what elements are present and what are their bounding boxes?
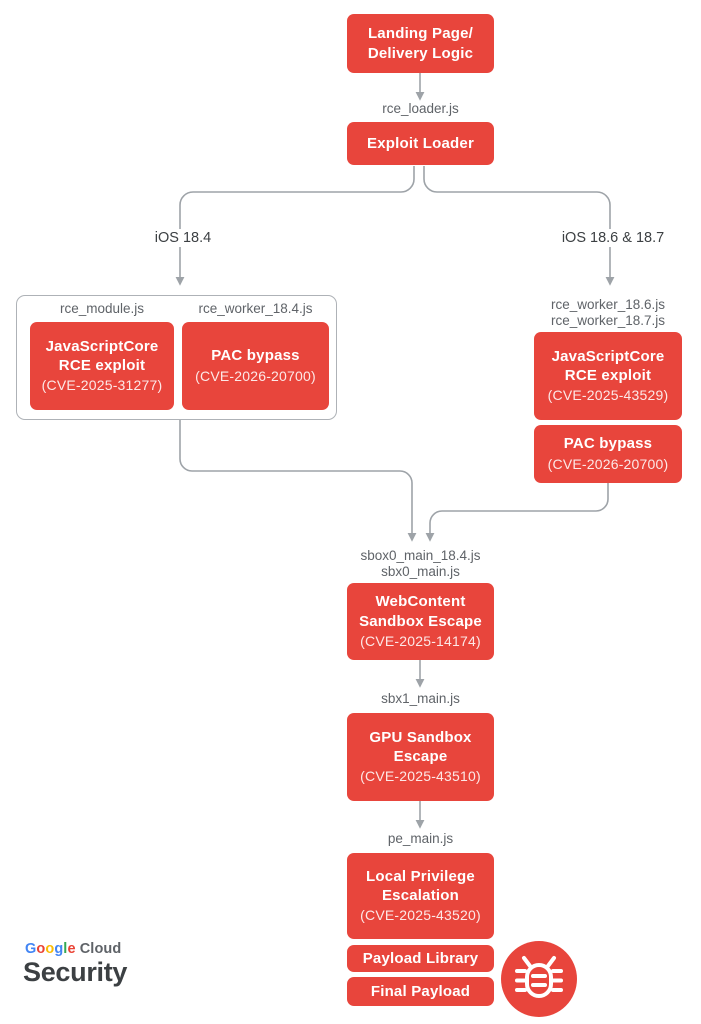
node-exploit-loader: Exploit Loader bbox=[347, 122, 494, 165]
node-cve: (CVE-2025-43520) bbox=[360, 907, 481, 924]
node-cve: (CVE-2025-43510) bbox=[360, 768, 481, 785]
arrow-left-to-sandbox-escape bbox=[179, 419, 417, 542]
node-title: PAC bypass bbox=[211, 347, 300, 365]
cloud-wordmark: Cloud bbox=[75, 941, 122, 957]
arrow-branch-ios186 bbox=[423, 166, 615, 286]
security-wordmark: Security bbox=[23, 957, 128, 987]
node-title: Exploit Loader bbox=[367, 134, 474, 152]
label-rce-loader-js: rce_loader.js bbox=[347, 101, 494, 118]
label-sbx1-main-js: sbx1_main.js bbox=[347, 691, 494, 708]
node-title: Payload Library bbox=[362, 949, 479, 967]
label-sbox0-main-js: sbox0_main_18.4.js sbx0_main.js bbox=[347, 548, 494, 581]
node-title: WebContent Sandbox Escape bbox=[359, 593, 482, 630]
arrow-branch-ios184 bbox=[175, 166, 415, 286]
node-payload-library: Payload Library bbox=[347, 945, 494, 972]
node-jsc-rce-exploit-18-6: JavaScriptCore RCE exploit (CVE-2025-435… bbox=[534, 332, 682, 420]
node-pac-bypass-18-6: PAC bypass (CVE-2026-20700) bbox=[534, 425, 682, 483]
label-rce-worker-18-6-18-7-js: rce_worker_18.6.js rce_worker_18.7.js bbox=[534, 297, 682, 330]
bug-icon bbox=[501, 941, 577, 1017]
node-local-privilege-escalation: Local Privilege Escalation (CVE-2025-435… bbox=[347, 853, 494, 939]
node-cve: (CVE-2026-20700) bbox=[195, 367, 316, 384]
google-cloud-logo: Google Cloud bbox=[25, 941, 121, 957]
node-pac-bypass-18-4: PAC bypass (CVE-2026-20700) bbox=[182, 322, 329, 410]
node-title: PAC bypass bbox=[563, 435, 653, 453]
label-rce-worker-18-4-js: rce_worker_18.4.js bbox=[182, 301, 329, 318]
node-title: Local Privilege Escalation bbox=[366, 867, 475, 905]
node-jsc-rce-exploit-18-4: JavaScriptCore RCE exploit (CVE-2025-312… bbox=[30, 322, 174, 410]
node-cve: (CVE-2025-31277) bbox=[41, 377, 163, 394]
label-pe-main-js: pe_main.js bbox=[347, 831, 494, 848]
node-final-payload: Final Payload bbox=[347, 977, 494, 1006]
label-ios-18-4: iOS 18.4 bbox=[138, 229, 228, 247]
arrow-right-to-sandbox-escape bbox=[425, 483, 609, 542]
node-title: GPU Sandbox Escape bbox=[369, 728, 472, 766]
node-title: JavaScriptCore RCE exploit bbox=[551, 347, 665, 385]
node-title: Final Payload bbox=[370, 982, 471, 1000]
node-title: JavaScriptCore RCE exploit bbox=[45, 337, 159, 375]
node-cve: (CVE-2025-43529) bbox=[547, 387, 669, 404]
node-title: Landing Page/ Delivery Logic bbox=[367, 25, 474, 62]
node-cve: (CVE-2026-20700) bbox=[547, 455, 669, 472]
node-gpu-sandbox-escape: GPU Sandbox Escape (CVE-2025-43510) bbox=[347, 713, 494, 801]
label-ios-18-6-18-7: iOS 18.6 & 18.7 bbox=[550, 229, 676, 247]
label-rce-module-js: rce_module.js bbox=[30, 301, 174, 318]
node-cve: (CVE-2025-14174) bbox=[360, 632, 481, 649]
node-landing-page: Landing Page/ Delivery Logic bbox=[347, 14, 494, 73]
node-webcontent-sandbox-escape: WebContent Sandbox Escape (CVE-2025-1417… bbox=[347, 583, 494, 660]
google-wordmark: Google bbox=[25, 941, 76, 957]
